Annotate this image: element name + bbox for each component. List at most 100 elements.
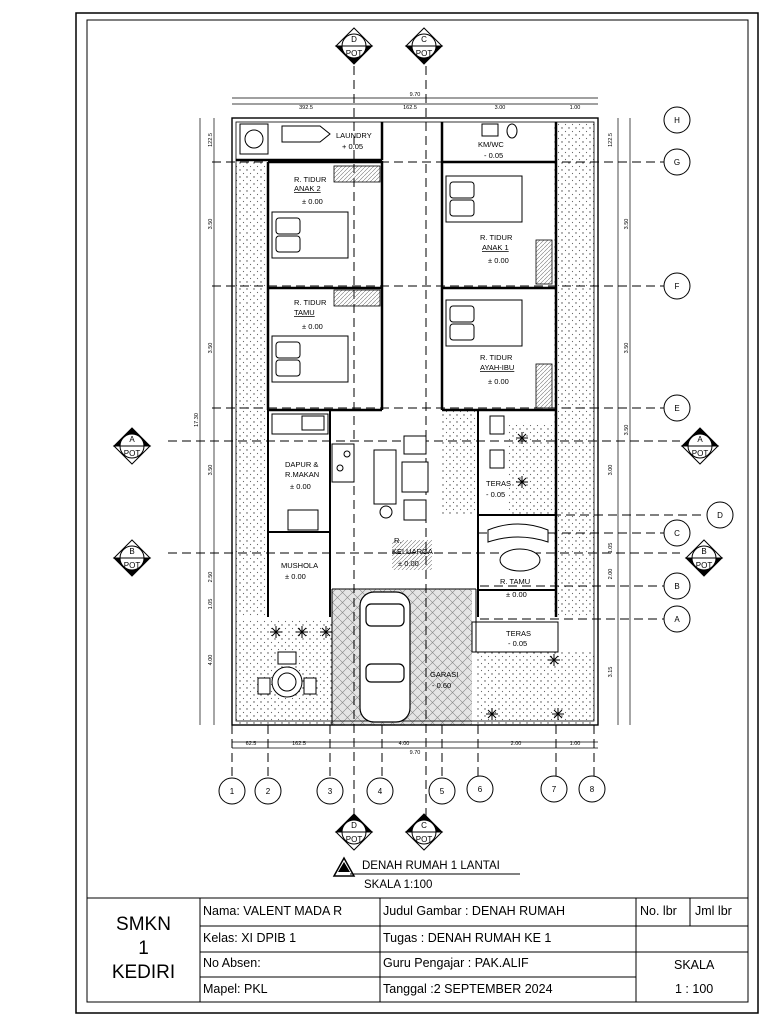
room-teras1-level: - 0.05 — [486, 490, 505, 499]
room-laundry-name: LAUNDRY — [336, 131, 372, 140]
section-marker-c-top: C POT — [404, 27, 444, 65]
dim-right-part: 122.5 — [608, 133, 614, 147]
dim-bottom-part: 62.5 — [246, 741, 257, 747]
laundry-washer — [239, 123, 331, 155]
section-pot-label: POT — [692, 449, 709, 458]
grid-bubbles-numbers: 1 2 3 4 5 6 7 8 — [218, 775, 606, 805]
section-letter: D — [351, 821, 357, 830]
grid-letter: F — [675, 282, 680, 291]
dim-bottom-part: 2.00 — [511, 741, 522, 747]
section-pot-label: POT — [346, 835, 363, 844]
room-tidur-anak1-name: R. TIDUR — [480, 233, 513, 242]
section-pot-label: POT — [124, 561, 141, 570]
room-teras1-name: TERAS — [486, 479, 511, 488]
section-marker-a-right: A POT — [680, 427, 720, 465]
school-line: 1 — [138, 938, 149, 960]
dim-left-part: 2.50 — [208, 572, 214, 583]
car — [359, 591, 411, 723]
field-absen: No Absen: — [203, 956, 261, 970]
grid-bubbles-letters: H G F E D C B A — [663, 106, 734, 633]
room-mushola-name: MUSHOLA — [281, 561, 318, 570]
kitchen-furniture — [271, 413, 355, 531]
dim-left-part: 3.50 — [208, 343, 214, 354]
family-room-rug — [392, 540, 432, 570]
dim-bottom-part: 162.5 — [292, 741, 306, 747]
dim-right-part: 2.00 — [608, 569, 614, 580]
dim-left-part: 1.05 — [208, 599, 214, 610]
grid-number: 1 — [230, 787, 235, 796]
grid-number: 4 — [378, 787, 383, 796]
dim-right-part: 1.05 — [608, 543, 614, 554]
dimension-lines — [199, 97, 631, 749]
room-keluarga-level: ± 0.00 — [398, 559, 419, 568]
field-jml-lbr: Jml lbr — [695, 904, 732, 918]
room-tidur-anak1-sub: ANAK 1 — [482, 243, 509, 252]
room-keluarga-name: R. — [394, 536, 402, 545]
section-letter: A — [697, 435, 703, 444]
dim-top-total: 9.70 — [410, 92, 421, 98]
field-guru: Guru Pengajar : PAK.ALIF — [383, 956, 529, 970]
room-mushola-level: ± 0.00 — [285, 572, 306, 581]
room-keluarga-sub: KELUARGA — [392, 547, 433, 556]
section-pot-label: POT — [124, 449, 141, 458]
school-line: SMKN — [116, 914, 171, 936]
plants — [270, 432, 564, 720]
room-tamu-name: R. TAMU — [500, 577, 530, 586]
room-tidur-anak2-name: R. TIDUR — [294, 175, 327, 184]
room-dapur-name: DAPUR & — [285, 460, 318, 469]
room-tamu-level: ± 0.00 — [506, 590, 527, 599]
section-letter: C — [421, 35, 427, 44]
room-tidur-ayahibu-name: R. TIDUR — [480, 353, 513, 362]
grid-letter: D — [717, 511, 723, 520]
school-name: SMKN 1 KEDIRI — [87, 897, 200, 1001]
dim-right-part: 3.00 — [608, 465, 614, 476]
section-marker-c-bottom: C POT — [404, 813, 444, 851]
bathroom-fixtures — [481, 123, 518, 469]
field-no-lbr: No. lbr — [640, 904, 677, 918]
grid-letter: E — [674, 404, 679, 413]
grid-lines — [168, 66, 706, 820]
dim-left-part: 3.50 — [208, 219, 214, 230]
room-tidur-anak1-level: ± 0.00 — [488, 256, 509, 265]
section-pot-label: POT — [696, 561, 713, 570]
section-pot-label: POT — [416, 49, 433, 58]
grid-letter: G — [674, 158, 680, 167]
school-line: KEDIRI — [111, 961, 176, 983]
field-judul: Judul Gambar : DENAH RUMAH — [383, 904, 565, 918]
grid-number: 8 — [590, 785, 595, 794]
dim-top-part: 392.5 — [299, 105, 313, 111]
section-letter: D — [351, 35, 357, 44]
room-tidur-tamu-name: R. TIDUR — [294, 298, 327, 307]
dim-left-part: 122.5 — [208, 133, 214, 147]
room-teras2-level: - 0.05 — [508, 639, 527, 648]
dim-bottom-part: 1.00 — [570, 741, 581, 747]
field-tanggal: Tanggal :2 SEPTEMBER 2024 — [383, 982, 553, 996]
grid-letter: C — [674, 529, 680, 538]
grid-letter: A — [674, 615, 680, 624]
dim-right-part: 3.50 — [624, 219, 630, 230]
dim-right-part: 3.15 — [608, 667, 614, 678]
section-marker-b-left: B POT — [112, 539, 152, 577]
section-marker-b-right: B POT — [684, 539, 724, 577]
room-garasi-level: - 0.60 — [432, 681, 451, 690]
section-letter: B — [129, 547, 134, 556]
section-letter: C — [421, 821, 427, 830]
room-dapur-level: ± 0.00 — [290, 482, 311, 491]
title-block: SMKN 1 KEDIRI Nama: VALENT MADA R Kelas:… — [87, 897, 748, 1001]
drawing-scale-caption: SKALA 1:100 — [364, 879, 432, 891]
room-garasi-name: GARASI — [430, 670, 458, 679]
dim-right-part: 3.50 — [624, 425, 630, 436]
drawing-caption-group: DENAH RUMAH 1 LANTAI SKALA 1:100 — [332, 856, 520, 891]
field-mapel: Mapel: PKL — [203, 982, 268, 996]
grid-letter: B — [674, 582, 679, 591]
field-nama: Nama: VALENT MADA R — [203, 904, 343, 918]
grid-number: 3 — [328, 787, 333, 796]
section-marker-d-bottom: D POT — [334, 813, 374, 851]
field-tugas: Tugas : DENAH RUMAH KE 1 — [383, 931, 552, 945]
dim-top-part: 3.00 — [495, 105, 506, 111]
grid-number: 2 — [266, 787, 271, 796]
section-pot-label: POT — [416, 835, 433, 844]
family-room-sofa-set — [373, 435, 429, 521]
guest-room-furniture — [487, 523, 549, 572]
sheet-outer-border — [75, 12, 759, 1014]
